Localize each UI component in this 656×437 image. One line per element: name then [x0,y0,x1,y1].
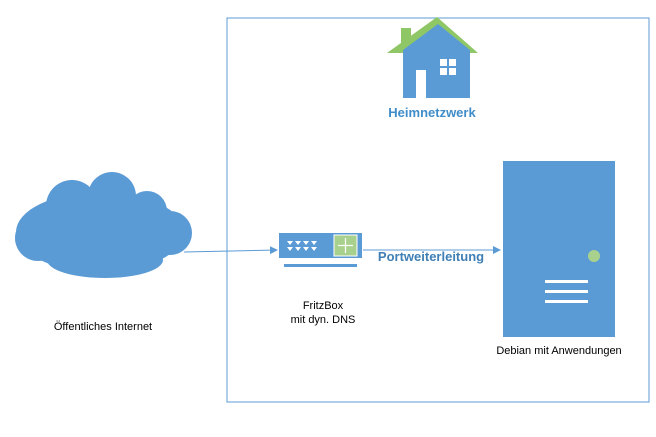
house-icon [387,17,478,98]
router-icon [279,233,362,267]
port-forwarding-label: Portweiterleitung [377,249,485,264]
internet-to-router-arrow [183,246,278,255]
home-network-title: Heimnetzwerk [388,105,476,120]
server-label: Debian mit Anwendungen [496,345,622,357]
internet-label: Öffentliches Internet [53,321,153,333]
router-label-line2: mit dyn. DNS [290,314,356,326]
cloud-icon [15,172,192,278]
server-icon [503,161,615,337]
router-label-line1: FritzBox [302,300,344,312]
